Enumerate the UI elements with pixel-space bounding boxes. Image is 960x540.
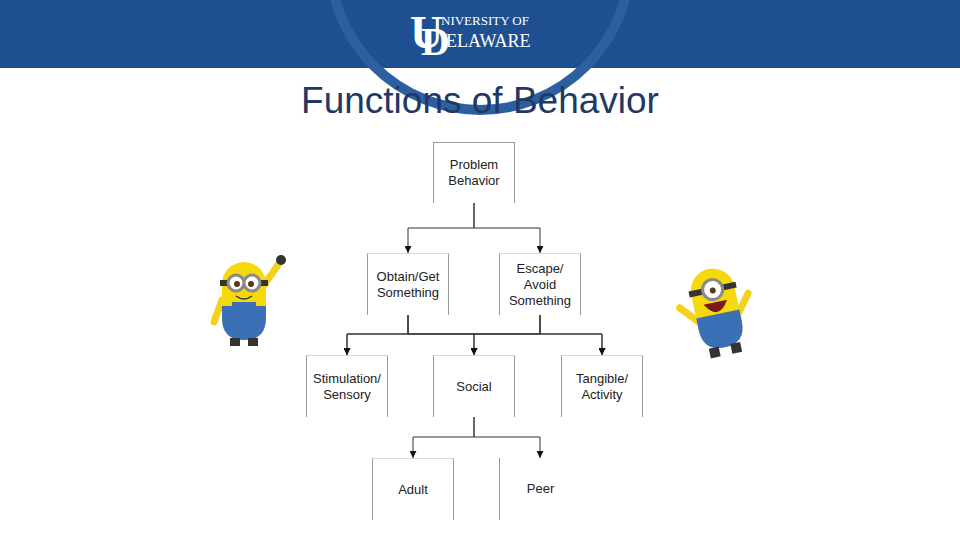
branch-connector (413, 417, 474, 458)
box-text: Social (456, 379, 491, 395)
branch-connector (408, 315, 602, 355)
branch-connector (408, 315, 474, 355)
box-text: Stimulation/ Sensory (311, 371, 383, 403)
branch-connector (474, 203, 540, 253)
branch-connector (408, 203, 474, 253)
function-box: Peer (499, 458, 581, 520)
branch-connector (347, 315, 540, 355)
logo-text: ELAWARE (446, 32, 531, 50)
branch-connector (540, 315, 602, 355)
box-text: Obtain/Get Something (372, 269, 444, 301)
function-box: Problem Behavior (433, 142, 515, 203)
slide-title: Functions of Behavior (0, 80, 960, 122)
function-box: Stimulation/ Sensory (306, 355, 388, 417)
logo-text: D (421, 22, 450, 62)
header-band (0, 0, 960, 68)
box-text: Escape/ Avoid Something (504, 261, 576, 309)
box-text: Problem Behavior (438, 157, 510, 189)
branch-connector (474, 315, 540, 355)
minion-illustration (214, 255, 286, 346)
branch-connector (347, 315, 408, 355)
function-box: Obtain/Get Something (367, 253, 449, 315)
box-text: Adult (398, 482, 428, 498)
branch-connector (474, 417, 540, 458)
minion-illustration (673, 262, 760, 363)
function-box: Tangible/ Activity (561, 355, 643, 417)
box-text: Peer (527, 481, 554, 497)
function-box: Social (433, 355, 515, 417)
function-box: Adult (372, 458, 454, 520)
function-box: Escape/ Avoid Something (499, 253, 581, 315)
logo-text: NIVERSITY OF (441, 14, 529, 27)
box-text: Tangible/ Activity (566, 371, 638, 403)
